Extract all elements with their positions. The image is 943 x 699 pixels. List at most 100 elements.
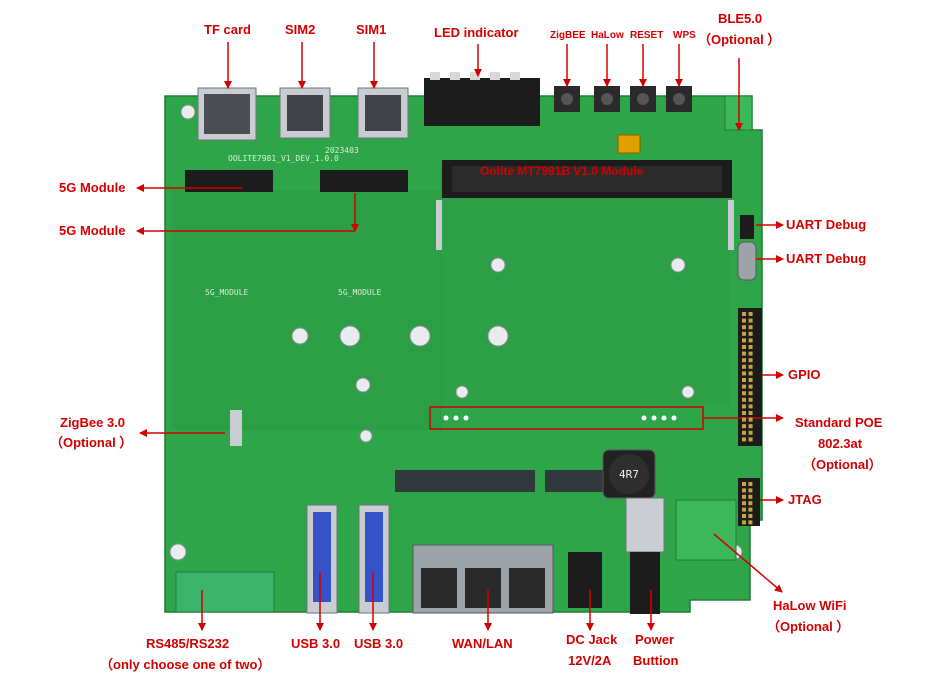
led-indicator-block [424,72,540,126]
label-zigbee30: ZigBee 3.0 [60,415,126,430]
label-sim1: SIM1 [356,22,387,37]
label-ble: BLE5.0 [718,11,763,26]
gpio-pin [742,371,746,376]
gpio-pin [748,338,753,343]
gpio-pin [742,404,746,409]
jtag-pin [742,514,746,518]
label-wan-lan: WAN/LAN [452,636,513,651]
gpio-pin [748,430,753,435]
label-zigbee-button: ZigBEE [550,30,586,41]
jtag-pin [742,507,746,512]
gpio-pin [742,424,746,429]
gpio-pin [748,378,753,382]
gpio-pin [748,384,753,389]
gpio-pin [748,417,753,422]
gpio-pin [748,397,753,402]
jtag-pin [748,494,753,499]
gpio-pin [742,312,746,316]
zigbee-header [230,410,242,446]
label-uart-debug-2: UART Debug [786,251,867,266]
gpio-pin [742,430,746,435]
label-jtag: JTAG [788,492,822,507]
gpio-pin [748,318,753,323]
label-wps-button: WPS [673,30,696,41]
label-5g-module-2: 5G Module [59,223,126,238]
gpio-pin [742,391,746,396]
gpio-pin [748,411,753,415]
label-halow-wifi-optional: （Optional ） [767,619,850,634]
label-poe: Standard POE [795,415,883,430]
gpio-pin [742,397,746,402]
gpio-pin [748,371,753,376]
gpio-pin [748,345,753,349]
silk-5g-1: 5G_MODULE [205,288,249,297]
gpio-pin [742,364,746,369]
tact-buttons [554,86,692,112]
power-switch [625,497,665,553]
5g-slot-1 [185,170,273,192]
5g-slot-2 [320,170,408,192]
gpio-pin [742,325,746,330]
silk-board-name: OOLITE7981_V1_DEV_1.0.0 [228,154,339,163]
jtag-pin [742,494,746,499]
gpio-pin [742,318,746,323]
uart-header [740,215,754,239]
label-sim2: SIM2 [285,22,316,37]
label-dc-jack: DC Jack [566,632,618,647]
jtag-pin [748,520,753,525]
jtag-pin [748,482,753,486]
label-halow-wifi: HaLow WiFi [773,598,847,613]
label-ble-optional: （Optional ） [698,32,781,47]
label-power-button: Buttion [633,653,679,668]
label-halow-button: HaLow [591,30,624,41]
gpio-pin [748,331,753,336]
gpio-header [738,308,762,446]
label-rs485: RS485/RS232 [146,636,230,651]
gpio-pin [742,345,746,349]
callout-arrows [136,42,784,631]
inductor-marking: 4R7 [619,468,639,481]
jtag-pin [748,507,753,512]
gpio-pin [742,351,746,356]
label-gpio: GPIO [788,367,821,382]
label-poe-standard: 802.3at [818,436,863,451]
jtag-pin [742,482,746,486]
label-5g-module-1: 5G Module [59,180,126,195]
dc-jack [568,552,602,608]
label-reset-button: RESET [630,30,664,41]
label-usb30-1: USB 3.0 [291,636,341,651]
gpio-pin [748,351,753,356]
gpio-pin [748,437,753,442]
gpio-pin [742,378,746,382]
gpio-pin [748,312,753,316]
gpio-pin [742,411,746,415]
gpio-pin [748,325,753,330]
label-tf-card: TF card [204,22,251,37]
jtag-pin [748,488,753,493]
gpio-pin [748,404,753,409]
silk-5g-2: 5G_MODULE [338,288,382,297]
module-title: Oolite MT7981B V1.0 Module [480,164,644,178]
label-usb30-2: USB 3.0 [354,636,404,651]
mounting-holes [169,104,753,561]
jtag-pin [748,514,753,518]
gpio-pin [742,384,746,389]
label-power: Power [635,632,675,647]
gpio-pin [742,417,746,422]
jtag-pin [748,501,753,506]
label-dc-jack-rating: 12V/2A [568,653,612,668]
jtag-pin [742,520,746,525]
gpio-pin [742,331,746,336]
label-uart-debug-1: UART Debug [786,217,867,232]
jtag-pin [742,488,746,493]
gpio-pin [748,364,753,369]
uart-usb-c [737,241,757,281]
label-led-indicator: LED indicator [434,25,519,40]
gpio-pin [748,424,753,429]
gpio-pin [748,358,753,363]
halow-module [675,499,737,561]
gpio-pin [748,391,753,396]
gpio-pin [742,437,746,442]
gpio-pin [742,358,746,363]
